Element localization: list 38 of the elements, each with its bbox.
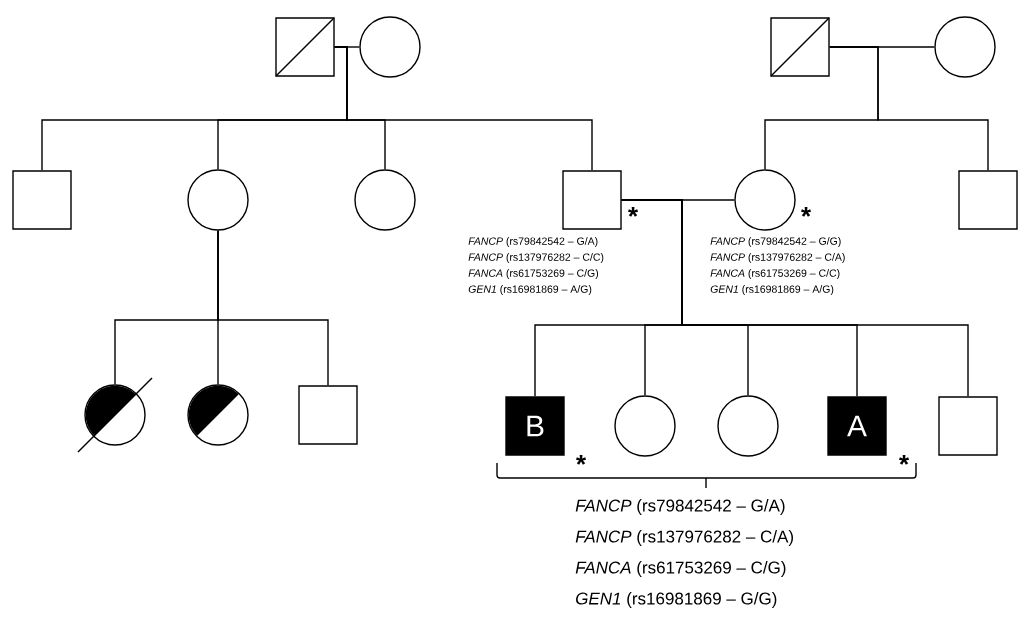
square-symbol	[958, 170, 1018, 230]
circle-symbol	[187, 169, 249, 231]
genotype-text: FANCP (rs79842542 – G/A)	[468, 237, 598, 247]
circle-symbol	[934, 16, 996, 78]
half-filled-circle	[187, 384, 249, 446]
square-symbol	[12, 170, 72, 230]
genotype-text: GEN1 (rs16981869 – A/G)	[468, 285, 592, 295]
deceased-half-filled-circle	[77, 377, 153, 453]
pedigree-line	[621, 199, 969, 397]
asterisk: *	[899, 455, 910, 465]
asterisk: *	[576, 455, 587, 465]
affected-square: B	[505, 396, 565, 456]
circle-symbol	[354, 169, 416, 231]
pedigree-line	[217, 230, 329, 386]
square-symbol	[938, 396, 998, 456]
genotype-text: GEN1 (rs16981869 – A/G)	[710, 285, 834, 295]
affected-square: A	[827, 396, 887, 456]
square-symbol	[562, 170, 622, 230]
asterisk: *	[801, 207, 812, 217]
pedigree-line	[334, 46, 593, 171]
genotype-text: FANCA (rs61753269 – C/G)	[468, 269, 599, 279]
circle-symbol	[717, 395, 779, 457]
genotype-text: FANCA (rs61753269 – C/G)	[575, 561, 786, 577]
genotype-text: FANCP (rs137976282 – C/A)	[710, 253, 845, 263]
deceased-square	[770, 17, 830, 77]
genotype-text: FANCP (rs137976282 – C/C)	[468, 253, 604, 263]
genotype-text: FANCP (rs79842542 – G/G)	[710, 237, 841, 247]
circle-symbol	[614, 395, 676, 457]
genotype-text: FANCP (rs79842542 – G/A)	[575, 499, 785, 515]
genotype-text: GEN1 (rs16981869 – G/G)	[576, 592, 777, 608]
asterisk: *	[628, 207, 639, 217]
deceased-square	[275, 17, 335, 77]
circle-symbol	[359, 16, 421, 78]
circle-symbol	[734, 169, 796, 231]
pedigree-line	[829, 46, 989, 171]
genotype-text: FANCA (rs61753269 – C/C)	[710, 269, 840, 279]
square-symbol	[298, 385, 358, 445]
genotype-text: FANCP (rs137976282 – C/A)	[575, 530, 793, 546]
